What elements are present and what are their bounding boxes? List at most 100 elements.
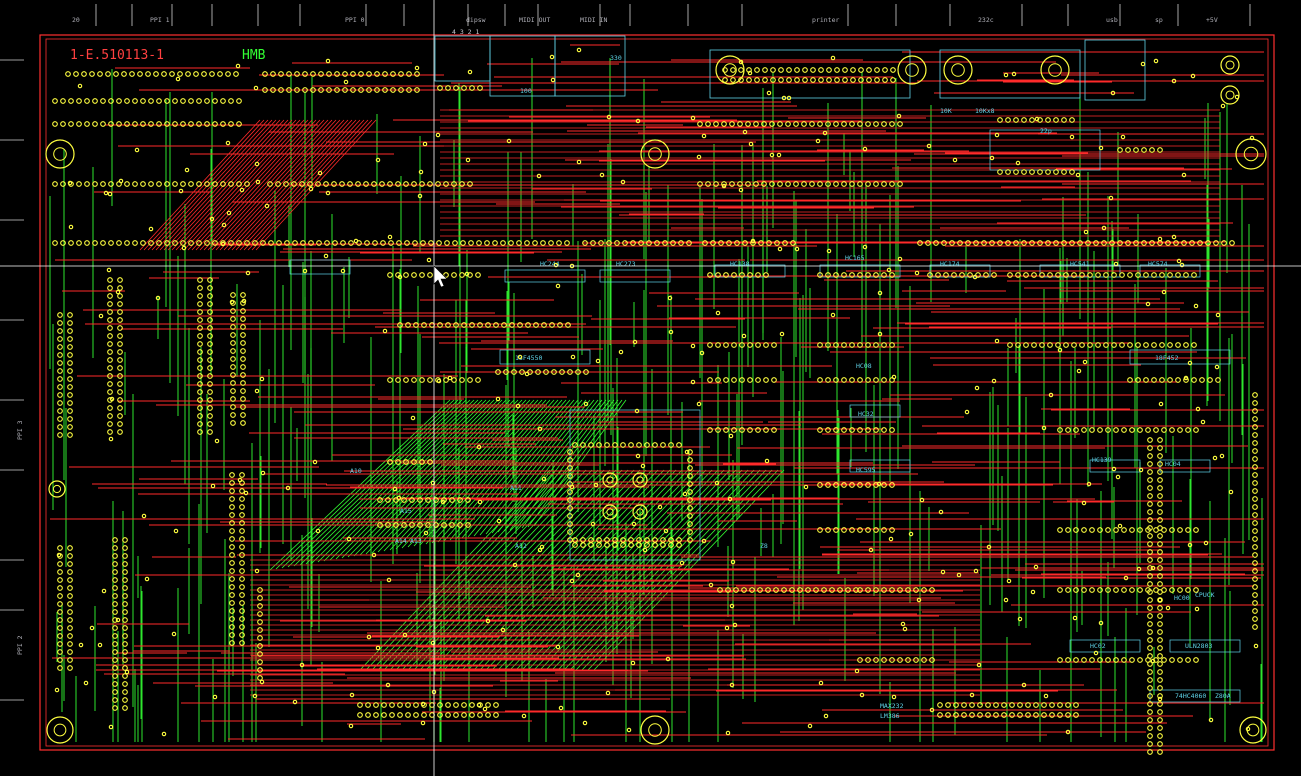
pad[interactable] bbox=[1213, 240, 1219, 246]
pad[interactable] bbox=[207, 405, 213, 411]
pad[interactable] bbox=[687, 481, 693, 487]
pad[interactable] bbox=[188, 121, 194, 127]
pad[interactable] bbox=[122, 689, 128, 695]
pad[interactable] bbox=[100, 181, 106, 187]
pad[interactable] bbox=[937, 712, 943, 718]
pad[interactable] bbox=[865, 272, 871, 278]
pad[interactable] bbox=[794, 246, 800, 252]
pad[interactable] bbox=[459, 181, 465, 187]
pad[interactable] bbox=[1194, 606, 1200, 612]
pad[interactable] bbox=[1252, 448, 1258, 454]
pad[interactable] bbox=[257, 619, 263, 625]
pad[interactable] bbox=[436, 240, 442, 246]
pad[interactable] bbox=[500, 627, 506, 633]
pad[interactable] bbox=[1143, 272, 1149, 278]
pad[interactable] bbox=[122, 553, 128, 559]
pad[interactable] bbox=[1157, 461, 1163, 467]
pad[interactable] bbox=[1161, 427, 1167, 433]
pad[interactable] bbox=[270, 71, 276, 77]
pad[interactable] bbox=[156, 121, 162, 127]
pad[interactable] bbox=[1157, 709, 1163, 715]
pad[interactable] bbox=[425, 497, 431, 503]
pad[interactable] bbox=[754, 67, 760, 73]
pad[interactable] bbox=[1157, 605, 1163, 611]
pad[interactable] bbox=[935, 272, 941, 278]
pad[interactable] bbox=[1041, 712, 1047, 718]
pad[interactable] bbox=[1138, 467, 1144, 473]
pad[interactable] bbox=[512, 562, 518, 568]
pad[interactable] bbox=[197, 317, 203, 323]
pad[interactable] bbox=[595, 358, 601, 364]
pad[interactable] bbox=[1157, 437, 1163, 443]
pad[interactable] bbox=[427, 272, 433, 278]
pad[interactable] bbox=[1005, 169, 1011, 175]
pad[interactable] bbox=[873, 121, 879, 127]
pad[interactable] bbox=[115, 289, 121, 295]
pad[interactable] bbox=[644, 542, 650, 548]
pad[interactable] bbox=[257, 587, 263, 593]
pad[interactable] bbox=[180, 240, 186, 246]
pad[interactable] bbox=[100, 121, 106, 127]
pad[interactable] bbox=[1149, 240, 1155, 246]
pad[interactable] bbox=[207, 293, 213, 299]
pad[interactable] bbox=[60, 98, 66, 104]
pad[interactable] bbox=[460, 240, 466, 246]
pad[interactable] bbox=[567, 457, 573, 463]
pad[interactable] bbox=[596, 442, 602, 448]
pad[interactable] bbox=[1033, 702, 1039, 708]
pad[interactable] bbox=[57, 561, 63, 567]
pad[interactable] bbox=[567, 529, 573, 535]
pad[interactable] bbox=[890, 67, 896, 73]
pad[interactable] bbox=[891, 374, 897, 380]
pad[interactable] bbox=[1153, 58, 1159, 64]
pad[interactable] bbox=[865, 482, 871, 488]
pad[interactable] bbox=[1127, 272, 1133, 278]
pad[interactable] bbox=[1039, 272, 1045, 278]
pad[interactable] bbox=[509, 322, 515, 328]
pad[interactable] bbox=[750, 238, 756, 244]
pad[interactable] bbox=[865, 587, 871, 593]
pad[interactable] bbox=[239, 592, 245, 598]
pad[interactable] bbox=[67, 665, 73, 671]
pad[interactable] bbox=[881, 587, 887, 593]
pad[interactable] bbox=[78, 642, 84, 648]
pad[interactable] bbox=[122, 649, 128, 655]
pad[interactable] bbox=[762, 67, 768, 73]
pad[interactable] bbox=[628, 542, 634, 548]
pad[interactable] bbox=[929, 657, 935, 663]
pad[interactable] bbox=[1191, 272, 1197, 278]
pad[interactable] bbox=[207, 277, 213, 283]
pad[interactable] bbox=[1015, 342, 1021, 348]
pad[interactable] bbox=[292, 699, 298, 705]
pad[interactable] bbox=[98, 313, 104, 319]
pad[interactable] bbox=[107, 301, 113, 307]
pad[interactable] bbox=[210, 483, 216, 489]
pad[interactable] bbox=[122, 593, 128, 599]
pad[interactable] bbox=[1055, 272, 1061, 278]
pad[interactable] bbox=[420, 720, 426, 726]
pad[interactable] bbox=[373, 712, 379, 718]
pad[interactable] bbox=[197, 421, 203, 427]
pad[interactable] bbox=[741, 333, 747, 339]
pad[interactable] bbox=[849, 377, 855, 383]
pad[interactable] bbox=[921, 657, 927, 663]
pad[interactable] bbox=[749, 587, 755, 593]
pad[interactable] bbox=[1147, 589, 1153, 595]
pad[interactable] bbox=[1047, 272, 1053, 278]
pad[interactable] bbox=[886, 267, 892, 273]
pad[interactable] bbox=[67, 657, 73, 663]
pad[interactable] bbox=[1183, 377, 1189, 383]
pad[interactable] bbox=[239, 552, 245, 558]
pad[interactable] bbox=[604, 442, 610, 448]
pad[interactable] bbox=[810, 67, 816, 73]
pad[interactable] bbox=[239, 504, 245, 510]
pad[interactable] bbox=[477, 712, 483, 718]
pad[interactable] bbox=[161, 731, 167, 737]
pad[interactable] bbox=[1009, 702, 1015, 708]
pad[interactable] bbox=[801, 121, 807, 127]
pad[interactable] bbox=[390, 71, 396, 77]
pad[interactable] bbox=[741, 587, 747, 593]
pad[interactable] bbox=[1205, 240, 1211, 246]
pad[interactable] bbox=[825, 527, 831, 533]
pad[interactable] bbox=[124, 240, 130, 246]
